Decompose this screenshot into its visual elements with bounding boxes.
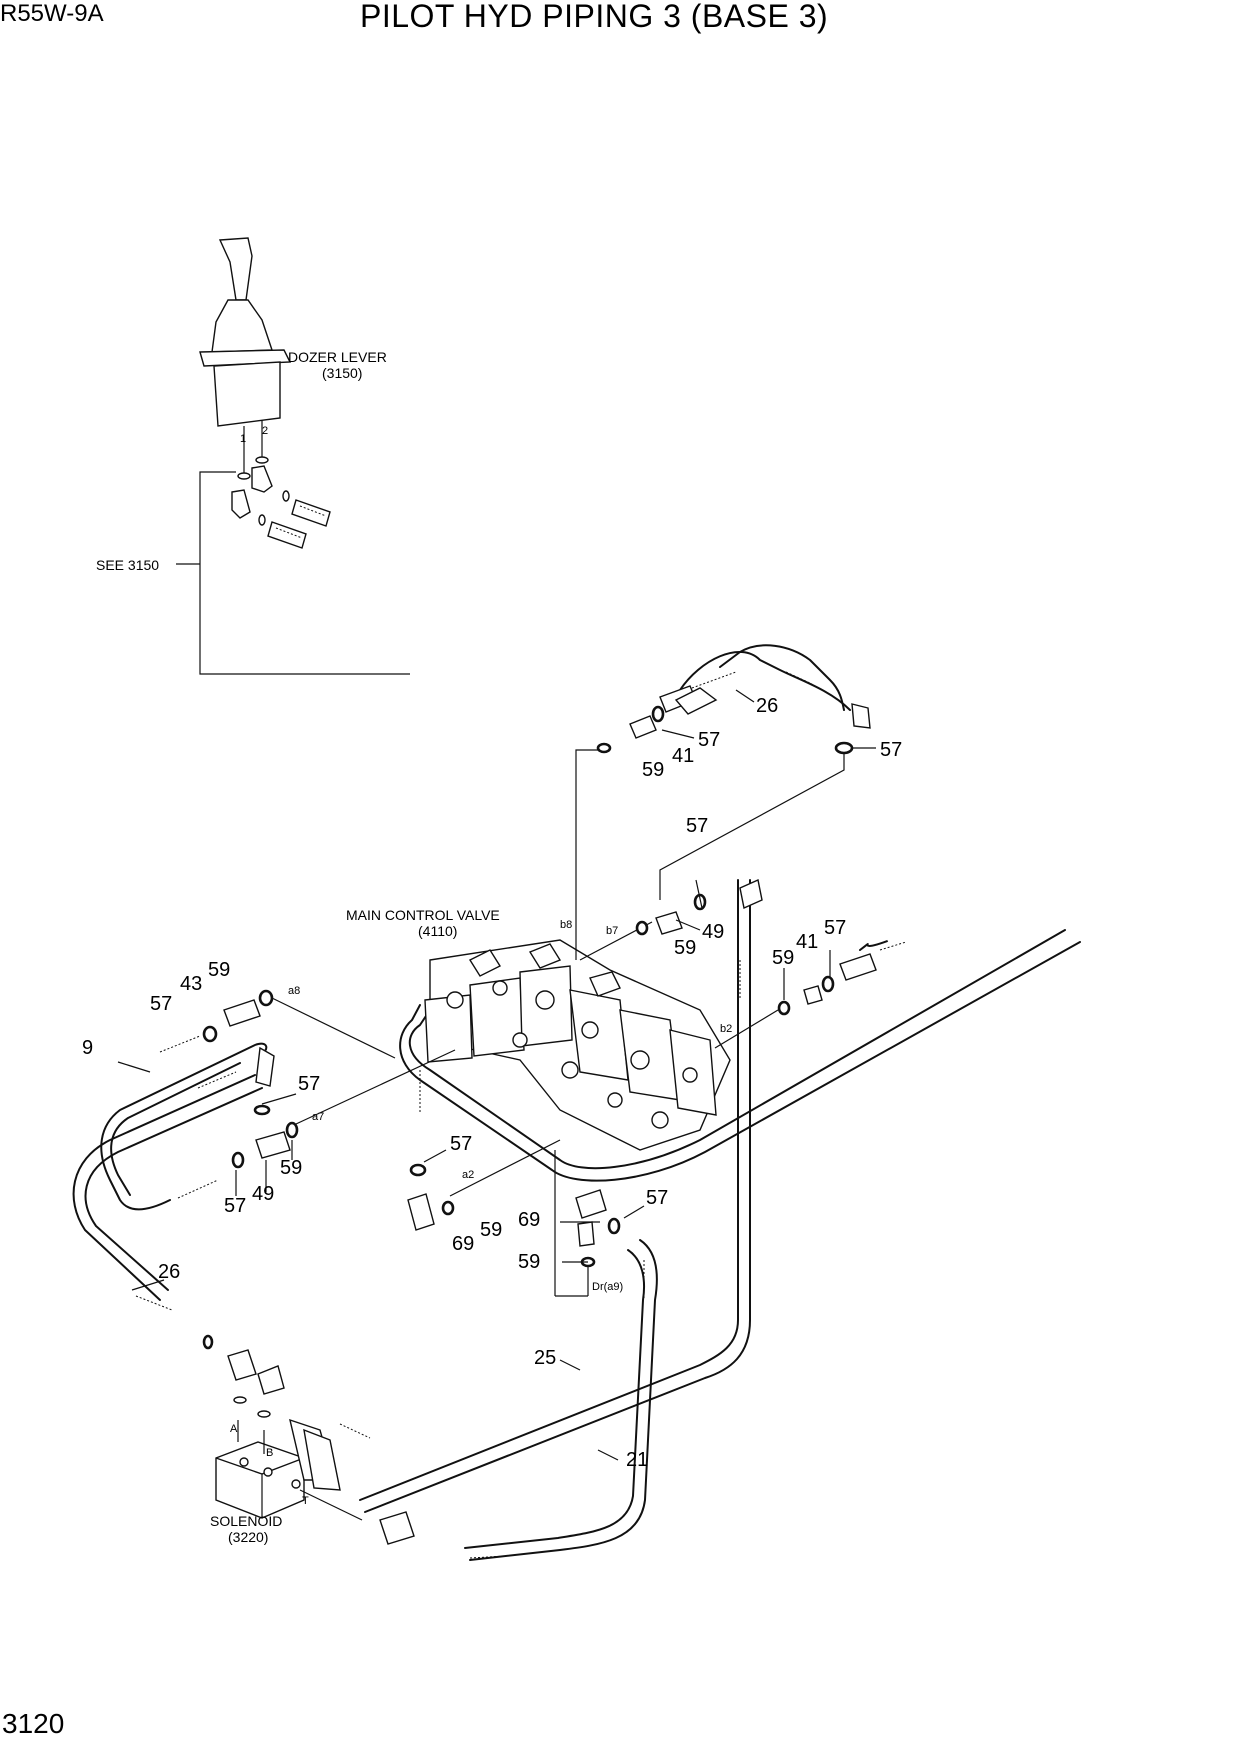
- port-label-T: T: [302, 1495, 309, 1507]
- callout-69-b: 69: [452, 1233, 474, 1255]
- callout-57-a: 57: [698, 729, 720, 751]
- port-label-B: B: [266, 1447, 273, 1459]
- fittings: [223, 685, 877, 1545]
- port-label-A: A: [230, 1423, 238, 1435]
- callout-57-c: 57: [686, 815, 708, 837]
- port-leader-lines: [271, 748, 845, 1297]
- port-label-2: 2: [262, 425, 268, 437]
- callout-59-d: 59: [208, 959, 230, 981]
- callout-57-g: 57: [224, 1195, 246, 1217]
- callout-43: 43: [180, 973, 202, 995]
- callout-57-h: 57: [450, 1133, 472, 1155]
- callout-59-c: 59: [772, 947, 794, 969]
- port-label-dr: Dr(a9): [592, 1281, 623, 1293]
- hose-end-hatching: [135, 671, 907, 1559]
- solenoid-label: SOLENOID: [210, 1513, 282, 1529]
- see-ref-bracket: [176, 471, 410, 675]
- callout-57-i: 57: [646, 1187, 668, 1209]
- callout-57-e: 57: [150, 993, 172, 1015]
- callout-41-b: 41: [796, 931, 818, 953]
- callout-59-b: 59: [674, 937, 696, 959]
- callout-49-b: 49: [252, 1183, 274, 1205]
- port-label-b7: b7: [606, 925, 618, 937]
- callout-numbers: 26 57 41 59 57 57 49 59 59 41 57 59 43 5…: [82, 695, 902, 1471]
- port-label-1: 1: [240, 433, 246, 445]
- callout-9: 9: [82, 1037, 93, 1059]
- page-title: PILOT HYD PIPING 3 (BASE 3): [360, 0, 829, 34]
- dozer-lever-icon: [199, 237, 331, 549]
- see-ref-label: SEE 3150: [96, 557, 159, 573]
- port-label-b8: b8: [560, 919, 572, 931]
- port-label-a7: a7: [312, 1111, 324, 1123]
- callout-21: 21: [626, 1449, 648, 1471]
- callout-59-g: 59: [518, 1251, 540, 1273]
- callout-59-e: 59: [280, 1157, 302, 1179]
- callout-leaders: [117, 689, 876, 1461]
- callout-69-a: 69: [518, 1209, 540, 1231]
- callout-25: 25: [534, 1347, 556, 1369]
- callout-59-f: 59: [480, 1219, 502, 1241]
- solenoid-icon: [215, 1396, 363, 1521]
- port-label-b2: b2: [720, 1023, 732, 1035]
- page-number: 3120: [2, 1708, 65, 1739]
- port-label-a2: a2: [462, 1169, 474, 1181]
- callout-49-a: 49: [702, 921, 724, 943]
- callout-59-a: 59: [642, 759, 664, 781]
- dozer-lever-ref: (3150): [322, 365, 362, 381]
- model-code: R55W-9A: [0, 0, 104, 27]
- callout-57-b: 57: [880, 739, 902, 761]
- o-ring-seals: [202, 705, 854, 1350]
- callout-57-d: 57: [824, 917, 846, 939]
- callout-57-f: 57: [298, 1073, 320, 1095]
- main-control-valve-icon: [424, 939, 731, 1151]
- dozer-lever-label: DOZER LEVER: [288, 349, 387, 365]
- callout-41-a: 41: [672, 745, 694, 767]
- main-valve-label: MAIN CONTROL VALVE: [346, 907, 500, 923]
- callout-26-bottom: 26: [158, 1261, 180, 1283]
- port-label-a8: a8: [288, 985, 300, 997]
- solenoid-ref: (3220): [228, 1529, 268, 1545]
- callout-26-top: 26: [756, 695, 778, 717]
- main-valve-ref: (4110): [418, 923, 457, 939]
